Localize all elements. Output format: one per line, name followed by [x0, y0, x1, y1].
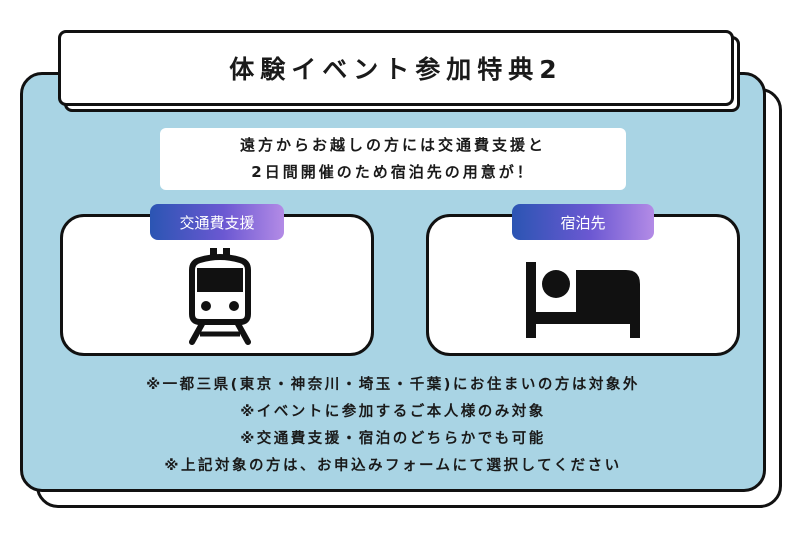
note-item: ※イベントに参加するご本人様のみ対象 — [240, 404, 546, 420]
benefit-label-lodging: 宿泊先 — [512, 204, 654, 240]
intro-line-2: 2日間開催のため宿泊先の用意が！ — [251, 163, 535, 181]
benefit-label-transport: 交通費支援 — [150, 204, 284, 240]
intro-line-1: 遠方からお越しの方には交通費支援と — [239, 136, 546, 154]
note-item: ※交通費支援・宿泊のどちらかでも可能 — [240, 431, 546, 447]
title-box: 体験イベント参加特典2 — [58, 30, 734, 106]
note-item: ※一都三県(東京・神奈川・埼玉・千葉)にお住まいの方は対象外 — [146, 377, 640, 393]
note-item: ※上記対象の方は、お申込みフォームにて選択してください — [164, 458, 622, 474]
bed-icon — [526, 262, 640, 338]
page-title: 体験イベント参加特典2 — [229, 55, 563, 84]
intro-box: 遠方からお越しの方には交通費支援と 2日間開催のため宿泊先の用意が！ — [160, 128, 626, 190]
train-icon — [189, 248, 251, 345]
notes-list: ※一都三県(東京・神奈川・埼玉・千葉)にお住まいの方は対象外 ※イベントに参加す… — [40, 372, 746, 480]
